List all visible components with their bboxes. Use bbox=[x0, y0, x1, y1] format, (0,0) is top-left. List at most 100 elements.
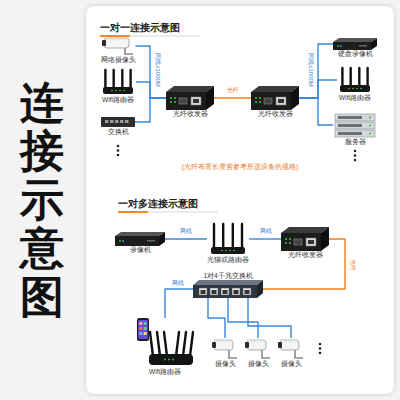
ellipsis-dot bbox=[117, 154, 120, 157]
device-shape bbox=[232, 224, 234, 248]
device-shape bbox=[139, 332, 142, 335]
device-shape bbox=[129, 70, 131, 88]
device-icon bbox=[211, 338, 239, 360]
cable-label: 光纤 bbox=[348, 258, 355, 272]
device-node: Wifi路由器 bbox=[135, 318, 195, 376]
device-shape bbox=[166, 86, 214, 92]
title-underline bbox=[100, 35, 130, 37]
network-cable bbox=[228, 298, 258, 338]
device-shape bbox=[245, 290, 250, 294]
device-shape bbox=[157, 332, 160, 356]
device-shape bbox=[221, 288, 229, 295]
device-shape bbox=[103, 87, 133, 94]
device-picture bbox=[244, 338, 272, 360]
device-shape bbox=[191, 97, 201, 105]
device-shape bbox=[285, 238, 287, 240]
network-cable bbox=[299, 98, 333, 125]
device-icon bbox=[193, 280, 263, 298]
device-caption: 光猫或路由器 bbox=[207, 256, 249, 264]
device-shape bbox=[144, 327, 147, 330]
device-shape bbox=[213, 224, 215, 248]
device-shape bbox=[278, 342, 282, 348]
device-caption: 摄像头 bbox=[248, 360, 269, 368]
device-shape bbox=[289, 242, 291, 244]
device-picture bbox=[166, 86, 214, 110]
network-cable bbox=[136, 46, 167, 98]
device-shape bbox=[259, 101, 261, 103]
device-picture bbox=[193, 280, 263, 298]
section-heading: 一对多连接示意图 bbox=[118, 198, 198, 210]
device-shape bbox=[172, 359, 174, 361]
device-picture bbox=[135, 318, 195, 368]
device-node: 光纤收发器 bbox=[166, 86, 214, 118]
network-cable bbox=[135, 98, 166, 122]
title-underline bbox=[148, 211, 218, 213]
device-shape bbox=[348, 88, 350, 90]
device-shape bbox=[147, 240, 155, 242]
cable-label: 网线≤1000M bbox=[153, 52, 160, 88]
device-icon bbox=[333, 112, 377, 138]
section-heading: 一对一连接示意图 bbox=[100, 22, 180, 34]
device-shape bbox=[212, 342, 216, 348]
device-icon bbox=[251, 86, 299, 110]
device-node: 服务器 bbox=[333, 112, 377, 146]
device-shape bbox=[289, 238, 291, 240]
device-node: 光纤收发器 bbox=[251, 86, 299, 118]
device-icon bbox=[135, 318, 195, 368]
device-shape bbox=[159, 232, 165, 246]
device-shape bbox=[245, 342, 249, 348]
device-shape bbox=[335, 130, 375, 137]
device-shape bbox=[276, 97, 286, 105]
device-picture bbox=[333, 38, 377, 50]
device-shape bbox=[193, 280, 263, 285]
device-shape bbox=[338, 132, 362, 135]
device-icon bbox=[166, 86, 214, 110]
device-shape bbox=[223, 290, 228, 294]
device-caption: 服务器 bbox=[345, 138, 366, 146]
device-picture bbox=[251, 86, 299, 110]
device-shape bbox=[306, 238, 316, 246]
device-shape bbox=[291, 86, 299, 110]
device-shape bbox=[338, 124, 362, 127]
device-shape bbox=[150, 332, 153, 356]
device-shape bbox=[247, 340, 266, 350]
device-shape bbox=[262, 350, 270, 358]
device-shape bbox=[338, 116, 362, 119]
device-caption: 网络摄像头 bbox=[101, 56, 136, 64]
device-picture bbox=[211, 338, 239, 360]
device-node: 摄像头 bbox=[211, 338, 239, 368]
device-shape bbox=[183, 332, 186, 356]
network-cable bbox=[165, 289, 193, 318]
network-cable bbox=[208, 298, 225, 338]
device-picture bbox=[100, 68, 136, 96]
device-shape bbox=[170, 101, 172, 103]
device-picture bbox=[333, 112, 377, 138]
device-shape bbox=[170, 97, 172, 99]
device-shape bbox=[115, 120, 119, 123]
device-shape bbox=[115, 232, 165, 236]
device-shape bbox=[280, 340, 299, 350]
device-picture bbox=[277, 338, 305, 360]
device-shape bbox=[359, 45, 367, 47]
device-shape bbox=[257, 280, 263, 298]
device-picture bbox=[281, 227, 329, 251]
device-shape bbox=[255, 101, 257, 103]
device-icon bbox=[281, 227, 329, 251]
device-shape bbox=[337, 45, 339, 47]
device-shape bbox=[101, 117, 135, 127]
device-shape bbox=[369, 117, 371, 119]
ellipsis-dot bbox=[117, 149, 120, 152]
device-shape bbox=[105, 120, 109, 123]
device-shape bbox=[166, 92, 206, 110]
device-shape bbox=[229, 250, 231, 252]
device-caption: 光纤收发器 bbox=[258, 110, 293, 118]
device-shape bbox=[349, 68, 351, 86]
device-node: 硬盘录像机 bbox=[333, 38, 377, 58]
ellipsis-dot bbox=[354, 159, 357, 162]
device-caption: 录像机 bbox=[130, 246, 151, 254]
device-shape bbox=[115, 90, 117, 92]
device-shape bbox=[119, 240, 121, 242]
device-picture bbox=[115, 232, 165, 246]
device-node: 交换机 bbox=[101, 116, 135, 136]
ellipsis-dot bbox=[117, 145, 120, 148]
